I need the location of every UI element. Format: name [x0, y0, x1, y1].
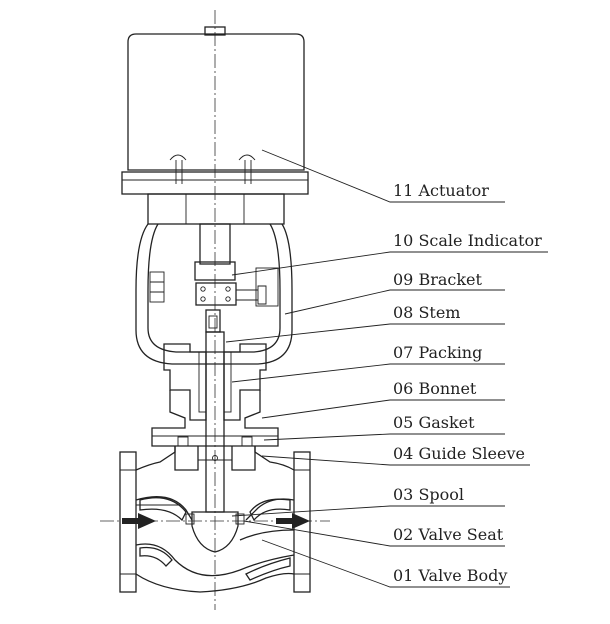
label-spool: 03 Spool	[393, 485, 464, 504]
bracket-yoke	[135, 223, 293, 365]
label-bracket: 09 Bracket	[393, 270, 483, 289]
leader-lines	[225, 149, 548, 588]
valve-seat-ring	[185, 513, 245, 525]
spool-plug	[191, 511, 239, 553]
bonnet-packing	[151, 343, 279, 447]
label-packing: 07 Packing	[393, 343, 482, 362]
label-valve-seat: 02 Valve Seat	[393, 525, 504, 544]
gasket-ring	[177, 436, 253, 447]
flow-arrow-outlet	[276, 513, 310, 529]
label-scale-indicator: 10 Scale Indicator	[393, 231, 542, 250]
guide-sleeve-part	[174, 446, 256, 471]
label-guide-sleeve: 04 Guide Sleeve	[393, 444, 525, 463]
label-actuator: 11 Actuator	[393, 181, 489, 200]
label-gasket: 05 Gasket	[393, 413, 475, 432]
label-bonnet: 06 Bonnet	[393, 379, 477, 398]
label-valve-body: 01 Valve Body	[393, 566, 507, 585]
flow-arrow-inlet	[122, 513, 156, 529]
label-stem: 08 Stem	[393, 303, 460, 322]
